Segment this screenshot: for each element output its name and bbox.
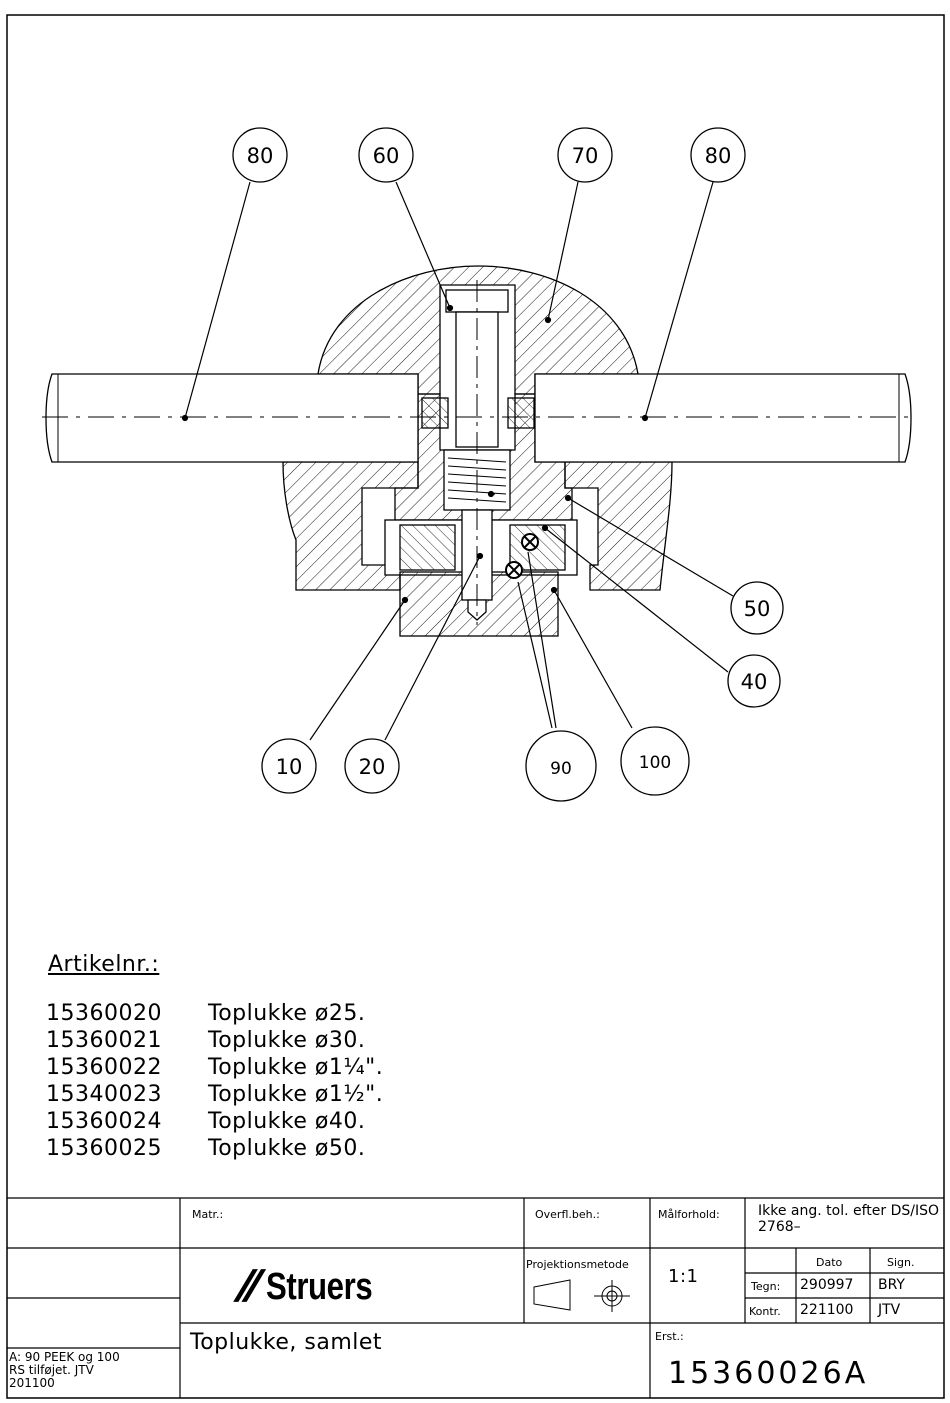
- company-logo: // Struers: [233, 1262, 396, 1312]
- insert-left: [421, 397, 449, 429]
- list-item: 15360025 Toplukke ø50.: [46, 1135, 383, 1162]
- article-number: 15360021: [46, 1028, 162, 1053]
- revision-line: A: 90 PEEK og 100: [9, 1350, 120, 1364]
- lower-body-right: [564, 461, 673, 591]
- company-name: Struers: [266, 1265, 373, 1308]
- list-item: 15360022 Toplukke ø1¼".: [46, 1054, 383, 1081]
- list-item: 15360021 Toplukke ø30.: [46, 1027, 383, 1054]
- replaces-label: Erst.:: [655, 1330, 684, 1343]
- article-number: 15360022: [46, 1055, 162, 1080]
- balloon-90: 90: [525, 730, 597, 802]
- balloon-label: 80: [247, 144, 274, 168]
- balloon-label: 90: [550, 759, 572, 779]
- scale-value: 1:1: [668, 1266, 699, 1287]
- balloon-70: 70: [557, 127, 613, 183]
- balloons: 80 60 70 80 50 40 10 20 90 100: [232, 127, 784, 802]
- pin-tip: [467, 599, 487, 621]
- article-number: 15360025: [46, 1136, 162, 1161]
- spring-cup-right: [509, 524, 566, 571]
- revision-line: RS tilføjet. JTV: [9, 1363, 94, 1377]
- balloon-10: 10: [261, 738, 317, 794]
- revision-note: A: 90 PEEK og 100 RS tilføjet. JTV 20110…: [9, 1351, 120, 1390]
- balloon-20: 20: [344, 738, 400, 794]
- balloon-80-right: 80: [690, 127, 746, 183]
- article-list: 15360020 Toplukke ø25. 15360021 Toplukke…: [46, 1000, 383, 1162]
- balloon-40: 40: [727, 654, 781, 708]
- balloon-50: 50: [730, 581, 784, 635]
- balloon-100: 100: [620, 726, 690, 796]
- article-number: 15360020: [46, 1001, 162, 1026]
- article-number: 15340023: [46, 1082, 162, 1107]
- insert-right: [507, 397, 535, 429]
- projection-symbol: [533, 1279, 630, 1312]
- article-list-heading: Artikelnr.:: [48, 952, 160, 977]
- article-description: Toplukke ø25.: [208, 1001, 366, 1026]
- list-item: 15360024 Toplukke ø40.: [46, 1108, 383, 1135]
- article-description: Toplukke ø30.: [208, 1028, 366, 1053]
- balloon-60: 60: [358, 127, 414, 183]
- list-item: 15360020 Toplukke ø25.: [46, 1000, 383, 1027]
- leader-lines: [181, 181, 734, 741]
- article-description: Toplukke ø1¼".: [208, 1055, 384, 1080]
- scale-label: Målforhold:: [658, 1208, 720, 1221]
- article-description: Toplukke ø40.: [208, 1109, 366, 1134]
- drawn-sign: BRY: [878, 1277, 905, 1293]
- balloon-label: 80: [705, 144, 732, 168]
- balloon-label: 100: [639, 753, 671, 773]
- sign-header: Sign.: [887, 1256, 915, 1269]
- list-item: 15340023 Toplukke ø1½".: [46, 1081, 383, 1108]
- drawn-label: Tegn:: [751, 1280, 781, 1293]
- article-number: 15360024: [46, 1109, 162, 1134]
- projection-label: Projektionsmetode: [526, 1258, 629, 1271]
- balloon-label: 20: [359, 755, 386, 779]
- title-block-grid: [7, 1197, 944, 1398]
- balloon-label: 60: [373, 144, 400, 168]
- drawing-title: Toplukke, samlet: [190, 1330, 383, 1355]
- checked-label: Kontr.: [749, 1305, 781, 1318]
- checked-date: 221100: [800, 1302, 854, 1318]
- lower-body: [282, 461, 419, 591]
- spring-cup-left: [399, 524, 456, 571]
- article-description: Toplukke ø1½".: [208, 1082, 384, 1107]
- balloon-label: 50: [744, 597, 771, 621]
- date-header: Dato: [816, 1256, 843, 1269]
- balloon-label: 10: [276, 755, 303, 779]
- drawn-date: 290997: [800, 1277, 854, 1293]
- material-label: Matr.:: [192, 1208, 224, 1221]
- surface-label: Overfl.beh.:: [535, 1208, 600, 1221]
- revision-line: 201100: [9, 1376, 55, 1390]
- balloon-80-left: 80: [232, 127, 288, 183]
- cross-section: [42, 265, 913, 637]
- checked-sign: JTV: [878, 1302, 901, 1318]
- tolerance-note: Ikke ang. tol. efter DS/ISO 2768–: [758, 1203, 940, 1235]
- drawing-frame: [6, 14, 945, 1399]
- rod-right: [534, 373, 912, 463]
- rod-left: [45, 373, 419, 463]
- balloon-label: 70: [572, 144, 599, 168]
- balloon-label: 40: [741, 670, 768, 694]
- drawing-number: 15360026A: [668, 1356, 869, 1391]
- article-description: Toplukke ø50.: [208, 1136, 366, 1161]
